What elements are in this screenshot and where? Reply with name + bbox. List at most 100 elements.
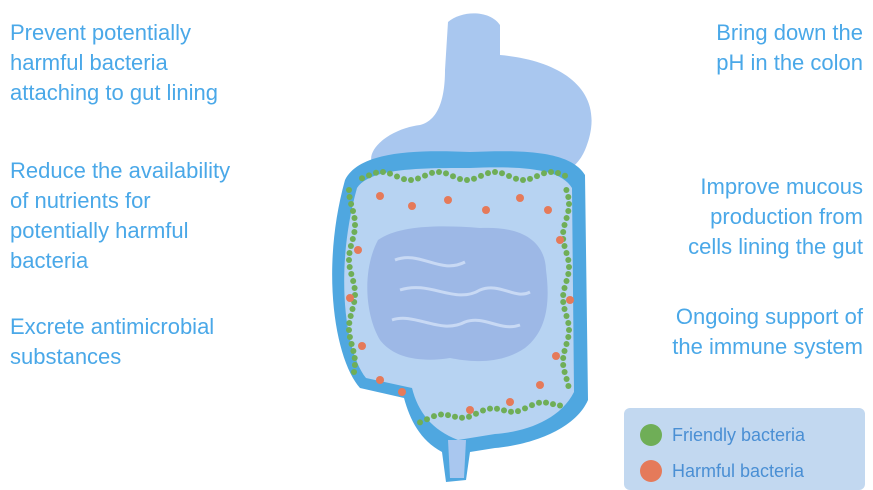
friendly-bacteria-dot bbox=[543, 400, 549, 406]
friendly-bacteria-dot bbox=[352, 285, 358, 291]
harmful-bacteria-dot bbox=[566, 296, 574, 304]
friendly-bacteria-dot bbox=[508, 409, 514, 415]
friendly-bacteria-dot bbox=[347, 264, 353, 270]
friendly-bacteria-dot bbox=[348, 243, 354, 249]
friendly-bacteria-dot bbox=[562, 306, 568, 312]
legend-label-friendly: Friendly bacteria bbox=[672, 425, 805, 446]
friendly-bacteria-dot bbox=[565, 320, 571, 326]
friendly-bacteria-dot bbox=[562, 369, 568, 375]
friendly-bacteria-dot bbox=[373, 170, 379, 176]
harmful-bacteria-dot bbox=[358, 342, 366, 350]
harmful-bacteria-dot bbox=[506, 398, 514, 406]
harmful-bacteria-dot bbox=[552, 352, 560, 360]
friendly-bacteria-dot bbox=[513, 176, 519, 182]
friendly-bacteria-dot bbox=[565, 194, 571, 200]
harmful-bacteria-dot bbox=[376, 376, 384, 384]
friendly-bacteria-dot bbox=[562, 348, 568, 354]
friendly-bacteria-dot bbox=[564, 376, 570, 382]
friendly-bacteria-dot bbox=[352, 222, 358, 228]
friendly-bacteria-dot bbox=[473, 411, 479, 417]
friendly-bacteria-dot bbox=[478, 173, 484, 179]
friendly-bacteria-dot bbox=[564, 313, 570, 319]
friendly-bacteria-dot bbox=[417, 419, 423, 425]
friendly-bacteria-dot bbox=[351, 229, 357, 235]
friendly-bacteria-dot bbox=[529, 402, 535, 408]
friendly-bacteria-dot bbox=[564, 250, 570, 256]
friendly-bacteria-dot bbox=[348, 313, 354, 319]
friendly-bacteria-dot bbox=[494, 406, 500, 412]
friendly-bacteria-dot bbox=[557, 403, 563, 409]
friendly-bacteria-dot bbox=[515, 408, 521, 414]
friendly-bacteria-dot bbox=[527, 176, 533, 182]
friendly-bacteria-dot bbox=[431, 413, 437, 419]
harmful-bacteria-dot bbox=[398, 388, 406, 396]
friendly-bacteria-dot bbox=[562, 222, 568, 228]
friendly-bacteria-dot bbox=[350, 236, 356, 242]
friendly-bacteria-dot bbox=[566, 201, 572, 207]
friendly-bacteria-dot bbox=[366, 172, 372, 178]
friendly-bacteria-dot bbox=[429, 170, 435, 176]
friendly-bacteria-dot bbox=[471, 176, 477, 182]
friendly-bacteria-dot bbox=[506, 173, 512, 179]
friendly-bacteria-swatch-icon bbox=[640, 424, 662, 446]
harmful-bacteria-dot bbox=[516, 194, 524, 202]
legend-label-harmful: Harmful bacteria bbox=[672, 461, 804, 482]
friendly-bacteria-dot bbox=[424, 416, 430, 422]
friendly-bacteria-dot bbox=[443, 170, 449, 176]
friendly-bacteria-dot bbox=[534, 173, 540, 179]
friendly-bacteria-dot bbox=[560, 355, 566, 361]
friendly-bacteria-dot bbox=[352, 362, 358, 368]
harmful-bacteria-swatch-icon bbox=[640, 460, 662, 482]
friendly-bacteria-dot bbox=[487, 406, 493, 412]
friendly-bacteria-dot bbox=[560, 299, 566, 305]
friendly-bacteria-dot bbox=[562, 243, 568, 249]
friendly-bacteria-dot bbox=[348, 271, 354, 277]
friendly-bacteria-dot bbox=[347, 334, 353, 340]
harmful-bacteria-dot bbox=[376, 192, 384, 200]
friendly-bacteria-dot bbox=[352, 355, 358, 361]
friendly-bacteria-dot bbox=[565, 334, 571, 340]
friendly-bacteria-dot bbox=[560, 229, 566, 235]
friendly-bacteria-dot bbox=[564, 215, 570, 221]
friendly-bacteria-dot bbox=[359, 175, 365, 181]
friendly-bacteria-dot bbox=[565, 208, 571, 214]
friendly-bacteria-dot bbox=[480, 408, 486, 414]
friendly-bacteria-dot bbox=[560, 362, 566, 368]
friendly-bacteria-dot bbox=[380, 169, 386, 175]
friendly-bacteria-dot bbox=[438, 412, 444, 418]
friendly-bacteria-dot bbox=[499, 170, 505, 176]
friendly-bacteria-dot bbox=[563, 187, 569, 193]
friendly-bacteria-dot bbox=[346, 327, 352, 333]
friendly-bacteria-dot bbox=[464, 177, 470, 183]
friendly-bacteria-dot bbox=[501, 407, 507, 413]
legend-item-friendly: Friendly bacteria bbox=[640, 422, 805, 448]
harmful-bacteria-dot bbox=[444, 196, 452, 204]
friendly-bacteria-dot bbox=[560, 292, 566, 298]
friendly-bacteria-dot bbox=[459, 415, 465, 421]
friendly-bacteria-dot bbox=[348, 201, 354, 207]
friendly-bacteria-dot bbox=[520, 177, 526, 183]
legend: Friendly bacteria Harmful bacteria bbox=[624, 408, 865, 490]
harmful-bacteria-dot bbox=[536, 381, 544, 389]
harmful-bacteria-dot bbox=[346, 294, 354, 302]
friendly-bacteria-dot bbox=[522, 405, 528, 411]
friendly-bacteria-dot bbox=[351, 369, 357, 375]
friendly-bacteria-dot bbox=[346, 257, 352, 263]
rectum bbox=[448, 440, 466, 478]
friendly-bacteria-dot bbox=[562, 285, 568, 291]
friendly-bacteria-dot bbox=[350, 306, 356, 312]
friendly-bacteria-dot bbox=[352, 215, 358, 221]
harmful-bacteria-dot bbox=[556, 236, 564, 244]
friendly-bacteria-dot bbox=[466, 414, 472, 420]
friendly-bacteria-dot bbox=[347, 194, 353, 200]
friendly-bacteria-dot bbox=[565, 383, 571, 389]
friendly-bacteria-dot bbox=[457, 176, 463, 182]
friendly-bacteria-dot bbox=[536, 400, 542, 406]
friendly-bacteria-dot bbox=[492, 169, 498, 175]
friendly-bacteria-dot bbox=[422, 173, 428, 179]
friendly-bacteria-dot bbox=[452, 414, 458, 420]
friendly-bacteria-dot bbox=[550, 401, 556, 407]
friendly-bacteria-dot bbox=[541, 170, 547, 176]
harmful-bacteria-dot bbox=[466, 406, 474, 414]
friendly-bacteria-dot bbox=[566, 327, 572, 333]
